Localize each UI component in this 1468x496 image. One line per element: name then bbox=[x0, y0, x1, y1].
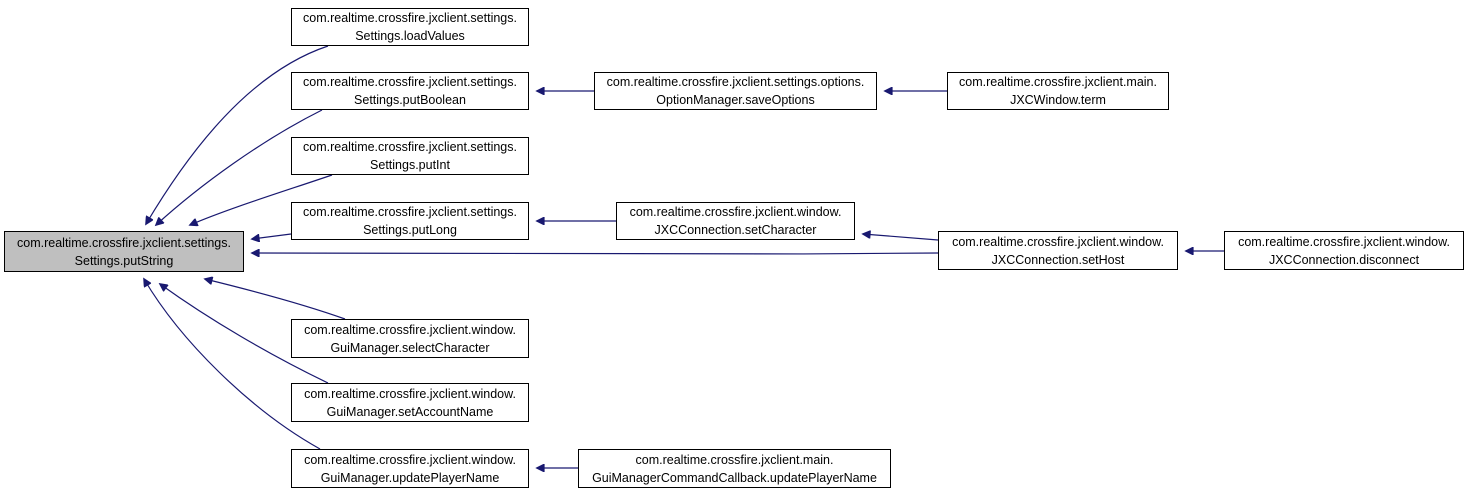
node-line2: JXCWindow.term bbox=[1010, 93, 1106, 107]
node-guimanager-updateplayername[interactable]: com.realtime.crossfire.jxclient.window. … bbox=[291, 449, 529, 488]
node-line1: com.realtime.crossfire.jxclient.main. bbox=[959, 75, 1157, 89]
node-line1: com.realtime.crossfire.jxclient.window. bbox=[304, 386, 516, 401]
edge-loadValues-to-root bbox=[146, 45, 329, 224]
node-settings-loadvalues[interactable]: com.realtime.crossfire.jxclient.settings… bbox=[291, 8, 529, 46]
node-line1: com.realtime.crossfire.jxclient.window. bbox=[1238, 234, 1450, 249]
node-line2: GuiManagerCommandCallback.updatePlayerNa… bbox=[592, 470, 877, 485]
node-line2: Settings.loadValues bbox=[355, 29, 465, 43]
node-settings-putlong[interactable]: com.realtime.crossfire.jxclient.settings… bbox=[291, 202, 529, 240]
edge-selectCharacter-to-root bbox=[205, 279, 346, 320]
node-line2: JXCConnection.setCharacter bbox=[654, 223, 817, 237]
node-line2: Settings.putBoolean bbox=[354, 93, 466, 107]
node-line2: OptionManager.saveOptions bbox=[656, 93, 815, 107]
node-line1: com.realtime.crossfire.jxclient.settings… bbox=[303, 205, 517, 219]
edge-updatePlayerName-to-root bbox=[144, 279, 321, 450]
node-line2: GuiManager.setAccountName bbox=[326, 404, 494, 419]
edge-putInt-to-root bbox=[190, 174, 333, 225]
edge-setHost-to-root bbox=[252, 253, 939, 255]
node-line1: com.realtime.crossfire.jxclient.window. bbox=[304, 452, 516, 467]
node-line2: JXCConnection.setHost bbox=[991, 252, 1125, 267]
edge-setHost-to-setCharacter bbox=[863, 234, 939, 241]
node-optionmanager-saveoptions[interactable]: com.realtime.crossfire.jxclient.settings… bbox=[594, 72, 877, 110]
node-line1: com.realtime.crossfire.jxclient.settings… bbox=[17, 235, 231, 250]
node-jxcwindow-term[interactable]: com.realtime.crossfire.jxclient.main. JX… bbox=[947, 72, 1169, 110]
node-guimanager-setaccountname[interactable]: com.realtime.crossfire.jxclient.window. … bbox=[291, 383, 529, 422]
node-line1: com.realtime.crossfire.jxclient.window. bbox=[304, 322, 516, 337]
node-line1: com.realtime.crossfire.jxclient.settings… bbox=[303, 11, 517, 25]
node-settings-putint[interactable]: com.realtime.crossfire.jxclient.settings… bbox=[291, 137, 529, 175]
node-settings-putstring: com.realtime.crossfire.jxclient.settings… bbox=[4, 231, 244, 272]
node-jxcconnection-sethost[interactable]: com.realtime.crossfire.jxclient.window. … bbox=[938, 231, 1178, 270]
node-line2: JXCConnection.disconnect bbox=[1268, 252, 1420, 267]
node-line1: com.realtime.crossfire.jxclient.window. bbox=[629, 205, 842, 219]
node-line2: Settings.putString bbox=[74, 253, 174, 268]
node-line1: com.realtime.crossfire.jxclient.main. bbox=[635, 452, 834, 467]
node-line2: GuiManager.updatePlayerName bbox=[320, 470, 500, 485]
edge-putLong-to-root bbox=[252, 233, 292, 239]
node-settings-putboolean[interactable]: com.realtime.crossfire.jxclient.settings… bbox=[291, 72, 529, 110]
edge-setAccountName-to-root bbox=[160, 284, 329, 384]
node-line2: Settings.putInt bbox=[370, 158, 450, 172]
edge-putBoolean-to-root bbox=[156, 109, 323, 225]
node-line1: com.realtime.crossfire.jxclient.settings… bbox=[303, 75, 517, 89]
node-commandcallback-updateplayername[interactable]: com.realtime.crossfire.jxclient.main. Gu… bbox=[578, 449, 891, 488]
node-line2: GuiManager.selectCharacter bbox=[330, 340, 490, 355]
node-line2: Settings.putLong bbox=[363, 223, 457, 237]
node-line1: com.realtime.crossfire.jxclient.window. bbox=[952, 234, 1164, 249]
node-jxcconnection-setcharacter[interactable]: com.realtime.crossfire.jxclient.window. … bbox=[616, 202, 855, 240]
node-jxcconnection-disconnect[interactable]: com.realtime.crossfire.jxclient.window. … bbox=[1224, 231, 1464, 270]
node-line1: com.realtime.crossfire.jxclient.settings… bbox=[303, 140, 517, 154]
node-guimanager-selectcharacter[interactable]: com.realtime.crossfire.jxclient.window. … bbox=[291, 319, 529, 358]
node-line1: com.realtime.crossfire.jxclient.settings… bbox=[606, 75, 865, 89]
